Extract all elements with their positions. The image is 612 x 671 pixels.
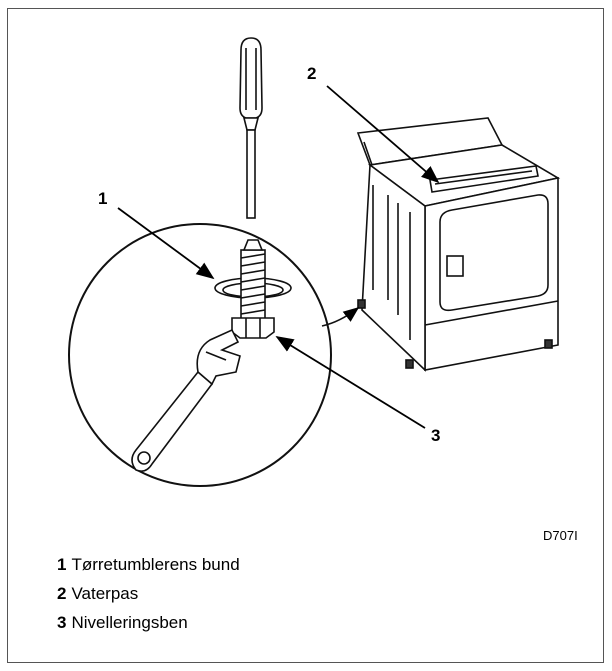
legend-item-number: 1 bbox=[57, 555, 67, 574]
callout-number-2: 2 bbox=[307, 64, 317, 83]
leveling-leg-icon bbox=[214, 239, 292, 339]
wrench-icon bbox=[131, 328, 241, 472]
legend-item-text: Vaterpas bbox=[71, 584, 139, 603]
spirit-level-icon bbox=[429, 165, 539, 193]
legend-item-number: 2 bbox=[57, 584, 67, 603]
dryer-icon bbox=[356, 117, 561, 372]
screwdriver-icon bbox=[239, 37, 263, 219]
callout-number-3: 3 bbox=[431, 426, 441, 445]
figure-frame bbox=[7, 8, 604, 663]
legend-item-number: 3 bbox=[57, 613, 67, 632]
legend-item-text: Nivelleringsben bbox=[71, 613, 188, 632]
legend-item-text: Tørretumblerens bund bbox=[71, 555, 240, 574]
callout-number-1: 1 bbox=[98, 189, 108, 208]
detail-circle bbox=[68, 223, 332, 487]
callout-line-3 bbox=[275, 336, 426, 429]
callout-line-2 bbox=[326, 85, 440, 184]
callout-line-1 bbox=[117, 207, 215, 280]
figure-code: D707I bbox=[543, 528, 578, 543]
detail-connector bbox=[321, 307, 360, 327]
